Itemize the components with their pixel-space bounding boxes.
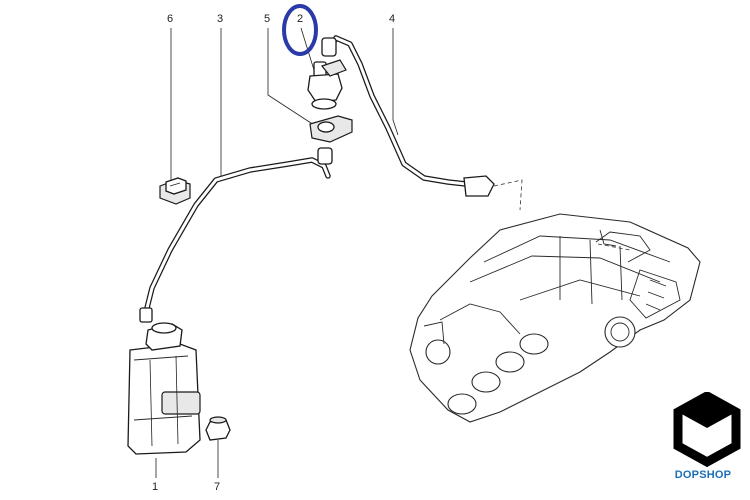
part-4-purge-hose [321, 35, 523, 211]
dopshop-logo-text: DOPSHOP [674, 469, 732, 481]
callout-6: 6 [167, 13, 173, 25]
highlight-ring-part-2 [282, 4, 318, 56]
intake-manifold [409, 213, 701, 423]
part-1-charcoal-canister [127, 322, 201, 455]
dopshop-cube-icon [673, 392, 741, 468]
part-3-vacuum-hose [139, 147, 333, 323]
callout-5: 5 [264, 13, 270, 25]
part-5-mounting-bracket [309, 115, 353, 143]
part-7-grommet [205, 416, 231, 441]
leader-lines [155, 27, 399, 478]
callout-3: 3 [217, 13, 223, 25]
part-2-purge-valve [307, 59, 347, 110]
part-6-connector-clip [159, 177, 191, 205]
callout-4: 4 [389, 13, 395, 25]
callout-1: 1 [152, 481, 158, 493]
callout-2: 2 [297, 13, 303, 25]
callout-7: 7 [214, 481, 220, 493]
